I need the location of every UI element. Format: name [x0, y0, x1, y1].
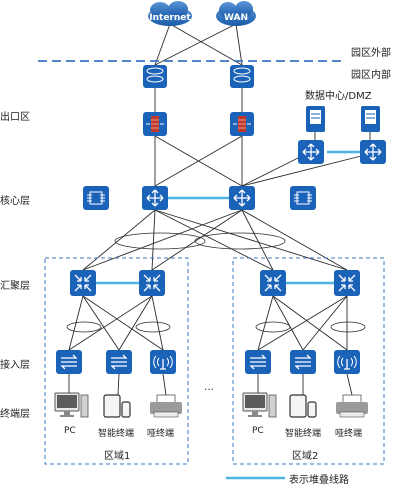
layer-egress-label: 出口区: [0, 112, 30, 123]
internet-cloud-icon: Internet: [148, 1, 192, 26]
dmz-switch-icon: [298, 140, 324, 164]
zone-outside-label: 园区外部: [351, 48, 391, 59]
router-icon: [230, 65, 254, 88]
side-device-icon: [290, 186, 316, 210]
layer-access-label: 接入层: [0, 360, 30, 371]
wan-label: WAN: [224, 13, 248, 23]
smart-terminal-icon: [289, 394, 317, 418]
area1-border: [44, 257, 189, 465]
layer-core-label: 核心层: [0, 196, 30, 207]
router-icon: [143, 65, 167, 88]
aggregation-switch-icon: [334, 270, 360, 296]
wan-cloud-icon: WAN: [216, 1, 256, 26]
layer-aggregation-label: 汇聚层: [0, 281, 30, 292]
printer-icon: [336, 394, 368, 418]
core-switch-icon: [142, 186, 168, 210]
access-switch-icon: [56, 350, 82, 374]
area1-dumb-caption: 哑终端: [147, 429, 175, 439]
wireless-ap-icon: [150, 350, 176, 374]
aggregation-switch-icon: [139, 270, 165, 296]
area2-dumb-caption: 哑终端: [335, 429, 363, 439]
internet-label: Internet: [149, 13, 191, 23]
pc-icon: [242, 392, 277, 418]
legend-stack-label: 表示堆叠线路: [289, 475, 349, 486]
datacenter-label: 数据中心/DMZ: [305, 91, 372, 102]
dmz-switch-icon: [360, 140, 386, 164]
area2-name: 区域2: [292, 451, 319, 462]
stack-links: [95, 150, 360, 285]
core-switch-icon: [229, 186, 255, 210]
layer-terminal-label: 终端层: [0, 409, 30, 420]
access-switch-icon: [245, 350, 271, 374]
server-icon: [306, 106, 325, 132]
side-device-icon: [83, 186, 109, 210]
pc-icon: [54, 392, 89, 418]
area2-smart-caption: 智能终端: [285, 429, 322, 439]
smart-terminal-icon: [103, 394, 131, 418]
area1-smart-caption: 智能终端: [98, 429, 135, 439]
access-switch-icon: [106, 350, 132, 374]
area1-name: 区域1: [104, 451, 131, 462]
printer-icon: [150, 394, 182, 418]
access-switch-icon: [290, 350, 316, 374]
stack-ellipses: [66, 232, 366, 333]
firewall-icon: [230, 112, 254, 136]
aggregation-switch-icon: [70, 270, 96, 296]
firewall-icon: [143, 112, 167, 136]
wireless-ap-icon: [334, 350, 360, 374]
area1-pc-caption: PC: [64, 426, 76, 436]
links: [68, 23, 378, 396]
server-icon: [361, 106, 380, 132]
aggregation-switch-icon: [260, 270, 286, 296]
area2-pc-caption: PC: [252, 426, 264, 436]
zone-inside-label: 园区内部: [351, 70, 391, 81]
area2-border: [232, 257, 385, 465]
ellipsis-label: …: [204, 382, 214, 393]
